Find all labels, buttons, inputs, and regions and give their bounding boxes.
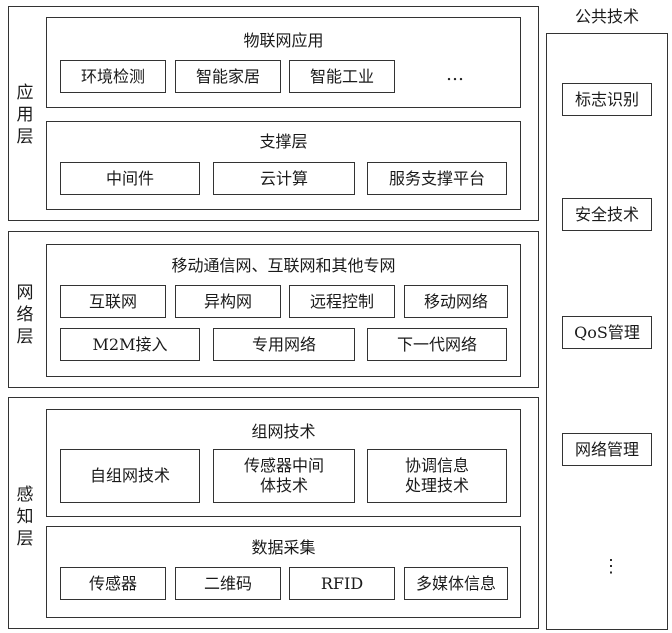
app-smart-home: 智能家居 xyxy=(175,60,281,93)
public-tech-identification: 标志识别 xyxy=(562,83,652,116)
net-tech-sensor-middleware: 传感器中间 体技术 xyxy=(213,449,355,503)
net-internet: 互联网 xyxy=(60,285,166,318)
net-next-generation: 下一代网络 xyxy=(367,328,507,361)
iot-application-title: 物联网应用 xyxy=(243,31,324,50)
net-m2m-access: M2M接入 xyxy=(60,328,200,361)
network-title: 移动通信网、互联网和其他专网 xyxy=(171,256,396,275)
collect-multimedia: 多媒体信息 xyxy=(404,567,508,600)
collect-qr-code: 二维码 xyxy=(175,567,281,600)
support-layer-title: 支撑层 xyxy=(259,132,308,151)
public-tech-more-ellipsis: ⋮ xyxy=(602,556,620,577)
app-more-ellipsis: … xyxy=(446,64,464,85)
app-environment-monitoring: 环境检测 xyxy=(60,60,166,93)
collect-rfid: RFID xyxy=(289,567,395,600)
support-cloud-computing: 云计算 xyxy=(213,162,355,195)
network-layer-label: 网 络 层 xyxy=(16,283,34,347)
application-layer-label: 应 用 层 xyxy=(16,83,34,147)
net-mobile-network: 移动网络 xyxy=(404,285,508,318)
data-collection-title: 数据采集 xyxy=(251,538,316,557)
support-service-platform: 服务支撑平台 xyxy=(367,162,507,195)
net-remote-control: 远程控制 xyxy=(289,285,395,318)
public-tech-network-management: 网络管理 xyxy=(562,433,652,466)
net-tech-adhoc: 自组网技术 xyxy=(60,449,200,503)
public-tech-title: 公共技术 xyxy=(574,7,639,26)
public-tech-security: 安全技术 xyxy=(562,198,652,231)
perception-layer-label: 感 知 层 xyxy=(16,485,34,549)
app-smart-industry: 智能工业 xyxy=(289,60,395,93)
net-tech-coordination: 协调信息 处理技术 xyxy=(367,449,507,503)
support-middleware: 中间件 xyxy=(60,162,200,195)
networking-tech-title: 组网技术 xyxy=(251,422,316,441)
public-tech-qos: QoS管理 xyxy=(562,316,652,349)
net-heterogeneous: 异构网 xyxy=(175,285,281,318)
collect-sensor: 传感器 xyxy=(60,567,166,600)
net-private-network: 专用网络 xyxy=(213,328,355,361)
